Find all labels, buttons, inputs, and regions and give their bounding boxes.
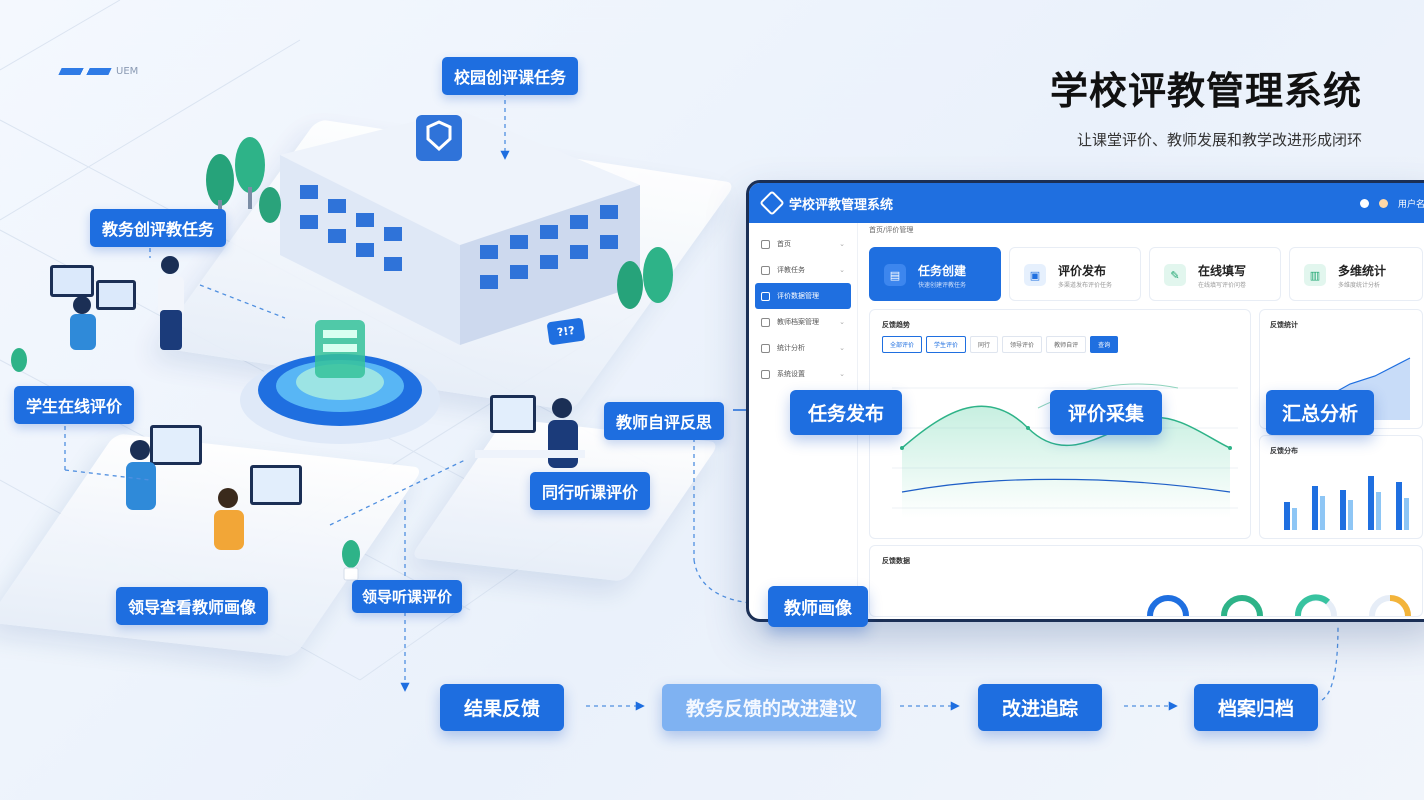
leader-people-illustration: [126, 425, 302, 550]
sidebar-item-settings[interactable]: 系统设置⌄: [749, 361, 857, 387]
chevron-down-icon: ⌄: [839, 344, 845, 352]
flow-analyze: 汇总分析: [1266, 390, 1375, 435]
bell-icon[interactable]: [1359, 198, 1369, 208]
task-icon: [761, 265, 770, 275]
table-panel-title: 反馈数据: [882, 557, 910, 565]
brand-block: 学校评教管理系统 让课堂评价、教师发展和教学改进形成闭环: [1050, 60, 1362, 150]
home-icon: [761, 239, 770, 249]
data-icon: [761, 291, 770, 301]
tab-student[interactable]: 学生评价: [926, 336, 967, 353]
chevron-down-icon: ⌄: [839, 266, 845, 274]
stats-icon: ▥: [1304, 264, 1326, 286]
tab-all[interactable]: 全部评价: [882, 336, 923, 353]
flow-suggest: 教务反馈的改进建议: [662, 684, 882, 731]
chevron-down-icon: ⌄: [839, 370, 845, 378]
sidebar-item-home[interactable]: 首页⌄: [749, 231, 857, 257]
donut-charts: [1147, 594, 1411, 616]
flow-portrait: 教师画像: [768, 586, 868, 627]
publish-icon: ▣: [1024, 264, 1046, 286]
flow-feedback: 结果反馈: [440, 684, 565, 731]
card-multi-stats[interactable]: ▥ 多维统计 多维度统计分析: [1289, 247, 1423, 301]
bar-chart: [1284, 476, 1409, 530]
plant-left-icon: [11, 348, 27, 372]
chart-icon: [761, 343, 770, 353]
card-eval-publish[interactable]: ▣ 评价发布 多渠道发布评价任务: [1009, 247, 1141, 301]
trees-right-icon: [617, 247, 673, 309]
settings-icon: [761, 369, 770, 379]
flow-archive: 档案归档: [1194, 684, 1319, 731]
edit-icon: ✎: [1164, 264, 1186, 286]
trend-tabs: 全部评价 学生评价 同行 领导评价 教师自评 查询: [882, 336, 1119, 353]
central-hub-icon: [240, 320, 440, 444]
brand-subtitle: 让课堂评价、教师发展和教学改进形成闭环: [1076, 131, 1362, 149]
label-campus-task: 校园创评课任务: [442, 57, 579, 95]
card-online-fill[interactable]: ✎ 在线填写 在线填写评价问卷: [1149, 247, 1281, 301]
label-peer-eval: 同行听课评价: [530, 472, 651, 510]
doc-icon: ▤: [884, 264, 906, 286]
search-button[interactable]: 查询: [1090, 336, 1119, 353]
avatar[interactable]: [1378, 198, 1388, 208]
campus-building-illustration: [280, 110, 640, 345]
archive-icon: [761, 317, 770, 327]
bar-panel: 反馈分布: [1259, 435, 1423, 539]
breadcrumb: 首页/评价管理: [869, 226, 914, 234]
tab-peer[interactable]: 同行: [970, 336, 999, 353]
app-header-right: 用户名: [1359, 197, 1424, 210]
trend-panel-title: 反馈趋势: [882, 321, 910, 329]
table-panel: 反馈数据: [869, 545, 1423, 617]
header-username[interactable]: 用户名: [1397, 199, 1424, 210]
card-task-create[interactable]: ▤ 任务创建 快速创建评教任务: [869, 247, 1001, 301]
app-logo-icon: [759, 190, 785, 216]
sidebar-item-stats[interactable]: 统计分析⌄: [749, 335, 857, 361]
app-title: 学校评教管理系统: [789, 197, 894, 213]
flow-track: 改进追踪: [978, 684, 1103, 731]
office-people-illustration: [50, 256, 184, 350]
label-self-reflect: 教师自评反思: [604, 402, 725, 440]
label-student-eval: 学生在线评价: [14, 386, 135, 424]
summary-panel-title: 反馈统计: [1270, 321, 1298, 329]
brand-title: 学校评教管理系统: [1049, 69, 1362, 113]
corner-logo: UEM: [58, 66, 138, 77]
chevron-down-icon: ⌄: [839, 240, 845, 248]
chevron-down-icon: ⌄: [839, 318, 845, 326]
label-leader-portrait: 领导查看教师画像: [116, 587, 269, 625]
app-header: 学校评教管理系统 用户名: [749, 183, 1424, 223]
tab-self[interactable]: 教师自评: [1046, 336, 1087, 353]
sidebar-item-archive[interactable]: 教师档案管理⌄: [749, 309, 857, 335]
flow-publish: 任务发布: [790, 390, 903, 435]
peer-teacher-illustration: [475, 395, 585, 468]
sidebar-item-task[interactable]: 评教任务⌄: [749, 257, 857, 283]
bar-panel-title: 反馈分布: [1270, 447, 1298, 455]
label-leader-eval: 领导听课评价: [352, 580, 463, 613]
label-academic-task: 教务创评教任务: [90, 209, 227, 247]
sidebar-item-data[interactable]: 评价数据管理: [755, 283, 851, 309]
tab-leader[interactable]: 领导评价: [1002, 336, 1043, 353]
flow-collect: 评价采集: [1050, 390, 1163, 435]
plant-icon: [342, 540, 360, 581]
